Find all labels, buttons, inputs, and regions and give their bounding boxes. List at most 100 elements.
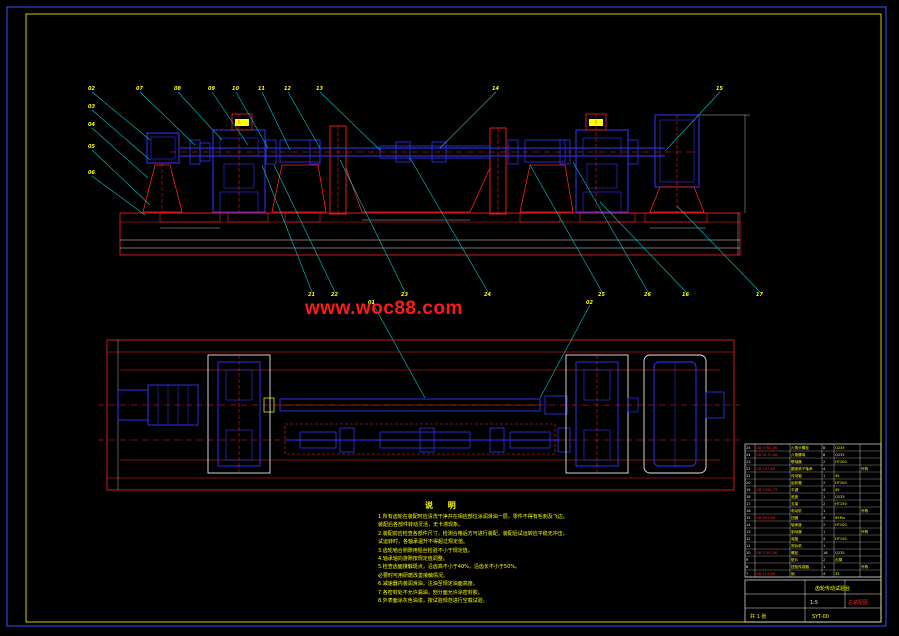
parts-list-cell: HT150: [835, 537, 847, 541]
note-line: 试运转时，各轴承温升不得超过规定值。: [378, 539, 469, 546]
parts-list-cell: 4: [823, 488, 826, 492]
parts-list-cell: 垫片: [791, 557, 799, 562]
parts-list-cell: 10: [746, 551, 751, 555]
title-block: 齿轮传动试验台 总装配图 1:5 共 1 张 SYT-00: [744, 579, 882, 623]
sheet-count: 共 1 张: [750, 613, 766, 620]
callout-label: 04: [88, 122, 95, 128]
parts-list-cell: 20: [746, 481, 751, 485]
callout-numbers: 02 03 04 05 06 07 08 09 10 11 12 13 14 1…: [88, 86, 763, 306]
sheet-label: 总装配图: [848, 599, 868, 606]
parts-list-cell: 13: [746, 530, 751, 534]
callout-label: 08: [174, 86, 181, 92]
parts-list-cell: Q235: [835, 551, 845, 555]
parts-list-cell: 六角螺母: [791, 452, 806, 457]
parts-list-cell: 25: [746, 446, 751, 450]
parts-list-cell: 2: [823, 558, 825, 562]
parts-list-cell: Q235: [835, 446, 845, 450]
parts-list-cell: 2: [823, 523, 825, 527]
parts-list-cell: 22: [746, 467, 751, 471]
parts-list-cell: 联轴器: [791, 459, 802, 464]
parts-list-cell: 轴承座: [791, 522, 802, 527]
parts-list-cell: 1: [823, 544, 825, 548]
parts-list-cell: 六角头螺栓: [791, 445, 809, 450]
parts-list-cell: 11: [746, 544, 751, 548]
parts-list-cell: 制动器: [791, 529, 802, 534]
drawing-number: SYT-00: [812, 614, 829, 620]
parts-list-cell: Q235: [835, 453, 845, 457]
parts-list-cell: HT200: [835, 481, 847, 485]
parts-list-cell: GB 6170-86: [756, 453, 778, 457]
parts-list-cell: 21: [746, 474, 751, 478]
parts-list-cell: 挡圈: [791, 515, 799, 520]
callout-label: 13: [316, 86, 323, 92]
parts-list-cell: 扭矩传感器: [791, 564, 809, 569]
parts-list-cell: 1: [823, 495, 825, 499]
parts-list-cell: GB 297-84: [756, 467, 776, 471]
parts-list-cell: 7: [746, 572, 748, 576]
note-line: 1.所有齿轮在装配时应清洗干净并在相应部位涂润滑油一层，零件不得有毛刺及飞边。: [378, 514, 568, 520]
parts-list-cell: GB 119-86: [756, 572, 776, 576]
note-line: 6.减速器内装润滑油，注油至规定油面高度。: [378, 581, 478, 588]
inner-frame: [25, 13, 882, 623]
callout-label: 02: [586, 300, 593, 306]
outer-frame: [6, 6, 887, 627]
parts-list-cell: 16: [823, 551, 828, 555]
parts-list-cell: GB 5783-86: [756, 551, 778, 555]
callout-label: 11: [258, 86, 265, 92]
parts-list-cell: 外购: [861, 508, 869, 513]
parts-list-cell: GB 893-86: [756, 516, 776, 520]
note-line: 装配后各部件转动灵活，无卡滞现象。: [378, 522, 464, 529]
parts-list-cell: 底座: [791, 494, 799, 499]
parts-list-cell: HT200: [835, 460, 847, 464]
parts-list-cell: 9: [746, 558, 749, 562]
parts-list-cell: 8: [823, 453, 826, 457]
parts-list-cell: 2: [823, 502, 825, 506]
notes-title: 说 明: [425, 501, 462, 510]
plan-view: [98, 339, 740, 491]
parts-list-cell: Q235: [835, 495, 845, 499]
parts-list-cell: 支架: [791, 501, 799, 506]
parts-list-cell: GB 5782-86: [756, 446, 778, 450]
note-line: 4.轴承轴向游隙按规定值调整。: [378, 556, 448, 563]
parts-list-cell: 45: [835, 488, 840, 492]
technical-notes: 1.所有齿轮在装配时应清洗干净并在相应部位涂润滑油一层，零件不得有毛刺及飞边。 …: [378, 513, 738, 605]
note-line: 7.各密封处不允许漏油，剖分面允许涂密封胶。: [378, 589, 483, 596]
parts-list-cell: 4: [823, 537, 826, 541]
parts-list-cell: 销: [791, 571, 795, 576]
parts-list-cell: 15: [746, 516, 751, 520]
callout-label: 26: [644, 292, 651, 298]
callout-label: 23: [401, 292, 408, 298]
parts-list-cell: 45: [835, 474, 840, 478]
parts-list-cell: 外购: [861, 466, 869, 471]
parts-list-cell: 外购: [861, 529, 869, 534]
parts-list-cell: 外购: [861, 564, 869, 569]
parts-list-cell: 65Mn: [835, 516, 845, 520]
parts-list-cell: 螺栓: [791, 550, 799, 555]
callout-label: 06: [88, 170, 95, 176]
parts-list-cell: 17: [746, 502, 751, 506]
leader-lines: [91, 91, 761, 399]
parts-list-cell: 电动机: [791, 508, 802, 513]
parts-list-cell: 8: [823, 446, 826, 450]
parts-list-cell: 石棉: [835, 557, 843, 562]
callout-label: 07: [136, 86, 143, 92]
callout-label: 14: [492, 86, 499, 92]
parts-list-cell: 传动轴: [791, 473, 802, 478]
parts-list-cell: 14: [746, 523, 751, 527]
elevation-view: [119, 113, 750, 256]
callout-label: 21: [308, 292, 315, 298]
note-line: 2.装配前应检查各部件尺寸，检测合格后方可进行装配，装配后试运转应平稳无冲击。: [378, 530, 568, 537]
parts-list-cell: 16: [746, 509, 751, 513]
callout-label: 10: [232, 86, 239, 92]
parts-list-cell: 测功机: [791, 543, 802, 548]
parts-list-cell: 齿轮箱: [791, 480, 802, 485]
parts-list-cell: HT200: [835, 523, 847, 527]
note-line: 3.齿轮啮合侧隙用铅丝检验不小于规定值。: [378, 547, 473, 554]
callout-label: 03: [88, 104, 95, 110]
parts-list-cell: 19: [746, 488, 751, 492]
callout-label: 24: [484, 292, 491, 298]
callout-label: 01: [368, 300, 375, 306]
watermark: www.woc88.com: [305, 298, 463, 319]
